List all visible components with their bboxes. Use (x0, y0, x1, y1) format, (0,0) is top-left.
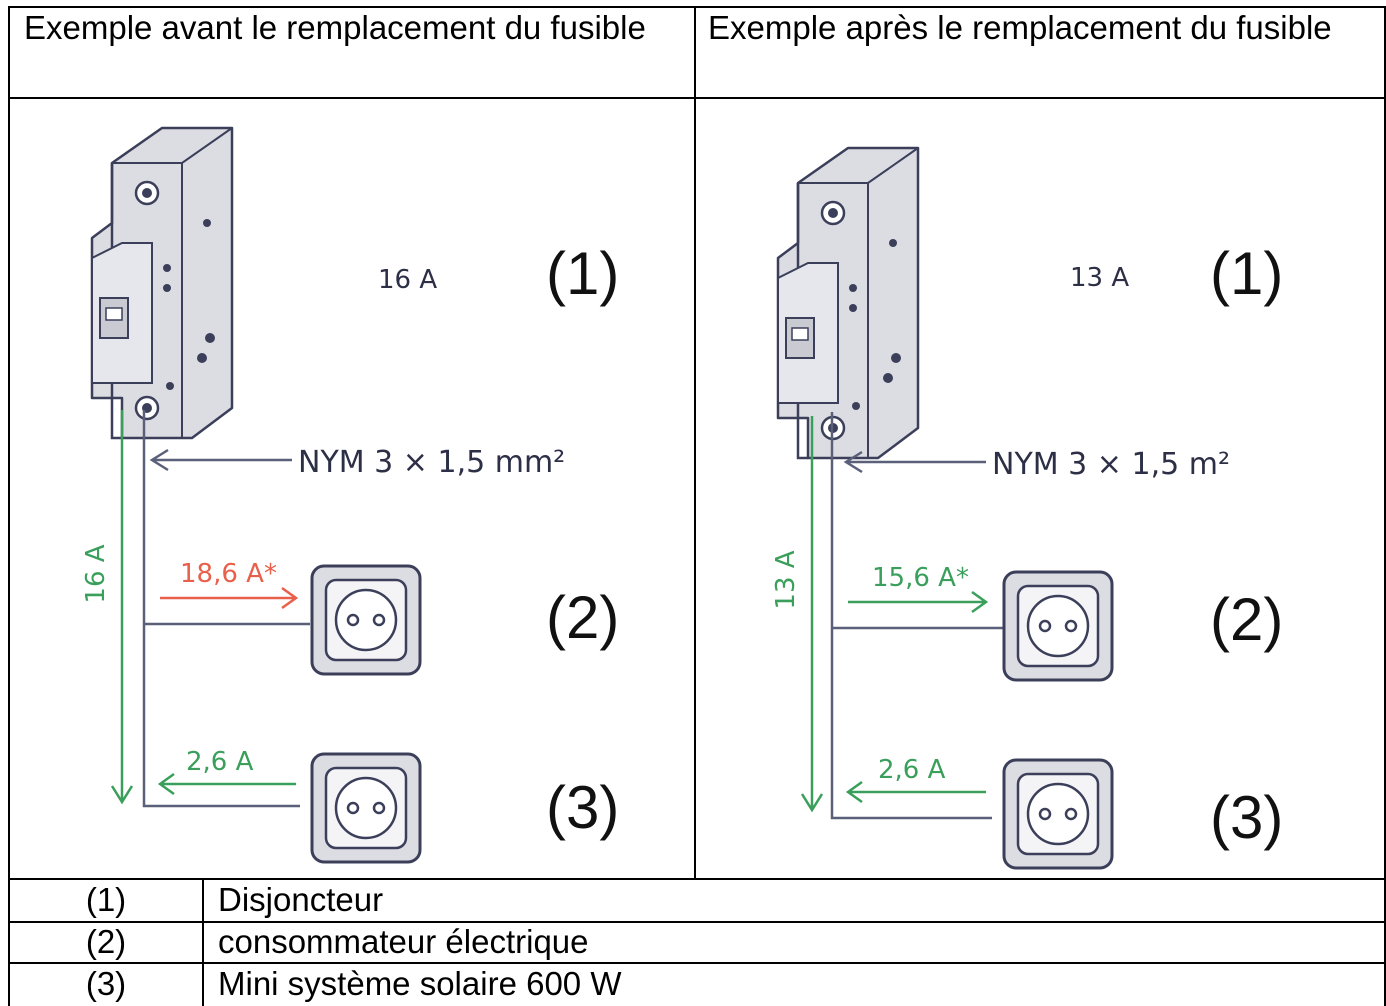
header-divider (8, 97, 1386, 99)
table-border-right (1384, 6, 1386, 1006)
diagram-after: NYM 3 × 1,5 m² 13 A 15,6 A* 2,6 A 13 A (… (771, 146, 1283, 870)
legend-num-1: (1) (85, 881, 127, 918)
marker-3: (3) (1210, 784, 1283, 851)
circuit-breaker-icon (90, 126, 234, 440)
consumer-socket-icon (310, 564, 422, 676)
marker-1: (1) (546, 240, 619, 307)
solar-socket-icon (310, 752, 422, 864)
consumer-current-label: 18,6 A* (180, 559, 277, 589)
marker-2: (2) (546, 584, 619, 651)
cable-label: NYM 3 × 1,5 mm² (298, 445, 565, 480)
cable-arrow (843, 450, 986, 474)
solar-socket-icon (1002, 758, 1114, 870)
marker-1: (1) (1210, 240, 1283, 307)
marker-3: (3) (546, 774, 619, 841)
vertical-current-label: 16 A (81, 544, 111, 603)
marker-2: (2) (1210, 586, 1283, 653)
cable-arrow (149, 448, 292, 472)
legend-num-2: (2) (85, 923, 127, 960)
breaker-rating: 16 A (378, 265, 437, 295)
legend-text-2: consommateur électrique (218, 923, 589, 960)
consumer-socket-icon (1002, 570, 1114, 682)
header-after: Exemple après le remplacement du fusible (708, 9, 1332, 46)
legend-divider-2 (8, 921, 1386, 923)
diagram-before: NYM 3 × 1,5 mm² 16 A 18,6 A* 2,6 A 16 A … (81, 126, 619, 864)
column-divider (694, 6, 696, 879)
legend-text-1: Disjoncteur (218, 881, 384, 918)
table-border-left (8, 6, 10, 1006)
wire-path (142, 410, 300, 808)
cable-label: NYM 3 × 1,5 m² (992, 447, 1230, 482)
circuit-breaker-icon (776, 146, 920, 460)
legend-column-divider (202, 878, 204, 1006)
table-border-top (8, 6, 1386, 8)
breaker-rating: 13 A (1070, 263, 1129, 293)
legend-divider-top (8, 878, 1386, 880)
consumer-current-arrow (848, 590, 989, 614)
consumer-current-label: 15,6 A* (872, 563, 969, 593)
legend-num-3: (3) (85, 965, 127, 1002)
legend-divider-3 (8, 962, 1386, 964)
vertical-current-arrow (110, 410, 134, 805)
header-before: Exemple avant le remplacement du fusible (24, 9, 646, 46)
vertical-current-label: 13 A (771, 550, 801, 609)
consumer-current-arrow (160, 586, 299, 610)
solar-current-arrow (157, 772, 296, 796)
solar-current-label: 2,6 A (186, 747, 254, 777)
solar-current-label: 2,6 A (878, 755, 946, 785)
legend-text-3: Mini système solaire 600 W (218, 965, 622, 1002)
